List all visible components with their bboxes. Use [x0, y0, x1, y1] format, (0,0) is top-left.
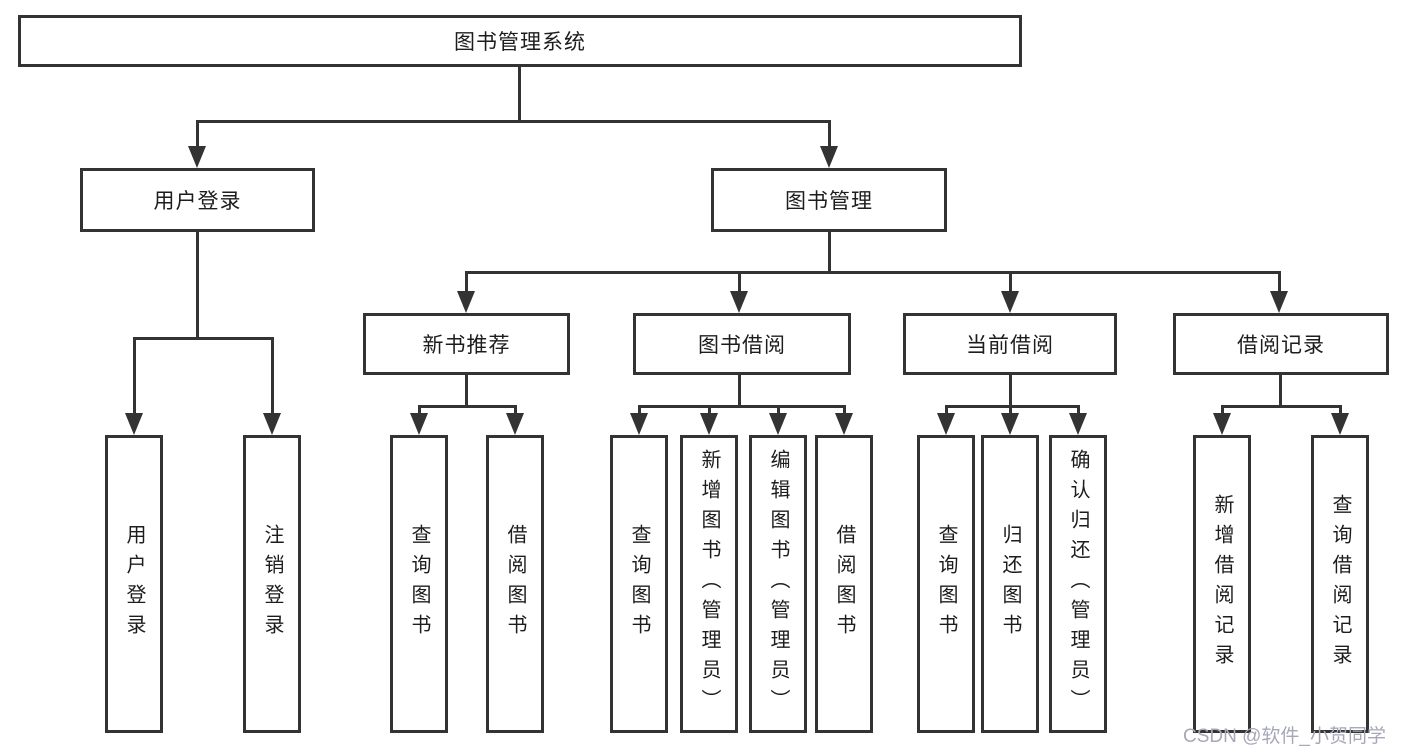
connector-borrowing-child3-shaft: [777, 405, 780, 417]
leaf-confirm-return-admin: 确认归还（管理员）: [1049, 435, 1107, 733]
node-book-borrowing-label: 图书借阅: [698, 334, 786, 357]
leaf-borrow-books-recommend-label: 借阅图书: [504, 524, 526, 644]
leaf-query-books-recommend: 查询图书: [390, 435, 448, 733]
connector-root-bar: [196, 120, 831, 123]
arrowhead-down-icon: [1001, 291, 1019, 313]
connector-borrowing-child1-shaft: [638, 405, 641, 417]
arrowhead-down-icon: [937, 413, 955, 435]
node-root: 图书管理系统: [18, 15, 1022, 67]
leaf-user-login-label: 用户登录: [123, 524, 145, 644]
leaf-query-books-borrowing: 查询图书: [610, 435, 668, 733]
connector-records-child2-shaft: [1339, 405, 1342, 417]
leaf-query-books-recommend-label: 查询图书: [408, 524, 430, 644]
connector-root-to-login-shaft: [196, 120, 199, 148]
leaf-confirm-return-admin-label: 确认归还（管理员）: [1067, 449, 1089, 719]
leaf-query-books-borrowing-label: 查询图书: [628, 524, 650, 644]
connector-records-bar: [1221, 405, 1342, 408]
leaf-add-books-admin: 新增图书（管理员）: [680, 435, 738, 733]
connector-records-child1-shaft: [1221, 405, 1224, 417]
arrowhead-down-icon: [700, 413, 718, 435]
arrowhead-down-icon: [835, 413, 853, 435]
arrowhead-down-icon: [410, 413, 428, 435]
connector-borrowing-bar: [638, 405, 846, 408]
arrowhead-down-icon: [1331, 413, 1349, 435]
connector-borrowing-child2-shaft: [708, 405, 711, 417]
connector-records-stem: [1279, 373, 1282, 407]
connector-mgmt-child2-shaft: [738, 271, 741, 293]
leaf-borrow-books: 借阅图书: [815, 435, 873, 733]
node-new-book-recommend-label: 新书推荐: [422, 334, 511, 357]
connector-current-child2-shaft: [1009, 405, 1012, 417]
arrowhead-down-icon: [1001, 413, 1019, 435]
leaf-add-books-admin-label: 新增图书（管理员）: [698, 449, 720, 719]
connector-recommend-bar: [418, 405, 517, 408]
leaf-query-borrow-record-label: 查询借阅记录: [1329, 494, 1351, 674]
leaf-user-login: 用户登录: [105, 435, 163, 733]
node-root-label: 图书管理系统: [454, 31, 586, 54]
arrowhead-down-icon: [820, 146, 838, 168]
arrowhead-down-icon: [506, 413, 524, 435]
node-current-borrowing-label: 当前借阅: [966, 334, 1054, 357]
arrowhead-down-icon: [1213, 413, 1231, 435]
node-user-login-label: 用户登录: [153, 190, 242, 213]
connector-mgmt-child4-shaft: [1278, 271, 1281, 293]
connector-root-to-mgmt-shaft: [828, 120, 831, 148]
connector-recommend-stem: [465, 373, 468, 407]
arrowhead-down-icon: [188, 146, 206, 168]
connector-root-stem: [518, 67, 521, 120]
node-user-login: 用户登录: [80, 168, 315, 232]
arrowhead-down-icon: [769, 413, 787, 435]
connector-borrowing-child4-shaft: [843, 405, 846, 417]
leaf-borrow-books-recommend: 借阅图书: [486, 435, 544, 733]
leaf-borrow-books-label: 借阅图书: [833, 524, 855, 644]
leaf-query-books-current: 查询图书: [917, 435, 975, 733]
arrowhead-down-icon: [730, 291, 748, 313]
connector-login-child1-shaft: [133, 337, 136, 415]
leaf-edit-books-admin-label: 编辑图书（管理员）: [767, 449, 789, 719]
connector-current-child3-shaft: [1077, 405, 1080, 417]
connector-current-bar: [945, 405, 1080, 408]
leaf-query-borrow-record: 查询借阅记录: [1311, 435, 1369, 733]
csdn-watermark: CSDN @软件_小贺同学: [1183, 726, 1386, 747]
node-book-borrowing: 图书借阅: [633, 313, 851, 375]
arrowhead-down-icon: [457, 291, 475, 313]
leaf-add-borrow-record: 新增借阅记录: [1193, 435, 1251, 733]
leaf-logout-label: 注销登录: [261, 524, 283, 644]
connector-mgmt-child1-shaft: [465, 271, 468, 293]
node-current-borrowing: 当前借阅: [903, 313, 1117, 375]
leaf-return-books-label: 归还图书: [999, 524, 1021, 644]
arrowhead-down-icon: [1069, 413, 1087, 435]
connector-current-child1-shaft: [945, 405, 948, 417]
node-book-management: 图书管理: [711, 168, 947, 232]
connector-login-child2-shaft: [271, 337, 274, 415]
connector-current-stem: [1009, 373, 1012, 407]
node-borrowing-records-label: 借阅记录: [1237, 334, 1325, 357]
connector-mgmt-stem: [828, 232, 831, 274]
leaf-add-borrow-record-label: 新增借阅记录: [1211, 494, 1233, 674]
node-borrowing-records: 借阅记录: [1173, 313, 1389, 375]
node-new-book-recommend: 新书推荐: [363, 313, 570, 375]
arrowhead-down-icon: [263, 413, 281, 435]
arrowhead-down-icon: [1270, 291, 1288, 313]
arrowhead-down-icon: [125, 413, 143, 435]
connector-mgmt-bar: [465, 271, 1281, 274]
leaf-logout: 注销登录: [243, 435, 301, 733]
leaf-query-books-current-label: 查询图书: [935, 524, 957, 644]
node-book-management-label: 图书管理: [785, 190, 873, 213]
connector-mgmt-child3-shaft: [1009, 271, 1012, 293]
connector-borrowing-stem: [738, 373, 741, 407]
connector-login-bar: [133, 337, 274, 340]
connector-recommend-child1-shaft: [418, 405, 421, 417]
connector-login-stem: [196, 232, 199, 338]
leaf-return-books: 归还图书: [981, 435, 1039, 733]
connector-recommend-child2-shaft: [514, 405, 517, 417]
arrowhead-down-icon: [630, 413, 648, 435]
leaf-edit-books-admin: 编辑图书（管理员）: [749, 435, 807, 733]
